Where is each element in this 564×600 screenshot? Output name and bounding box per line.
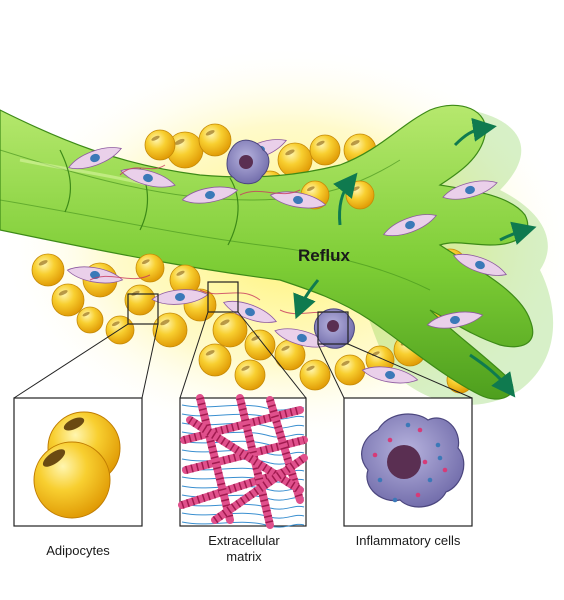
adipocyte-front-18	[345, 180, 375, 210]
adipocyte-front-8	[198, 343, 232, 377]
panel-label-inflammatory-cells: Inflammatory cells	[355, 533, 461, 548]
collagen-fiber-7	[211, 454, 308, 524]
granule-11	[405, 422, 411, 428]
adipocyte-front-12	[334, 354, 366, 386]
granule-10	[422, 459, 428, 465]
fibroblast-7	[223, 301, 278, 323]
granule-0	[417, 427, 423, 433]
granule-5	[377, 477, 383, 483]
inset-markers	[127, 281, 349, 345]
reflux-arrows	[293, 117, 537, 398]
callout-lines	[13, 311, 473, 399]
adipocyte-back-3	[309, 134, 341, 166]
adipocyte-front-11	[299, 359, 331, 391]
fibroblast-8	[274, 328, 330, 348]
fibroblast-9	[361, 366, 419, 384]
fibroblast-11	[453, 254, 508, 276]
adipocyte-front-17	[135, 253, 165, 283]
adipocyte-back-1	[198, 123, 232, 157]
reflux-label: Reflux	[298, 246, 350, 265]
adipocyte-front-4	[152, 312, 188, 348]
panel-inflammatory-cells	[343, 397, 473, 527]
panel-adipocytes	[13, 397, 143, 527]
adipocyte-front-0	[31, 253, 65, 287]
macrophage-top	[226, 139, 270, 185]
granule-8	[437, 455, 443, 461]
adipocyte-front-14	[105, 315, 135, 345]
panel-label-extracellular-matrix-text: Extracellular matrix	[208, 533, 280, 564]
collagen-band-3	[196, 397, 234, 521]
granule-7	[392, 497, 398, 503]
adipocyte-front-7	[244, 329, 276, 361]
fibroblast-13	[383, 214, 438, 236]
adipocyte-front-1	[51, 283, 85, 317]
adipocyte-front-6	[212, 312, 248, 348]
granule-9	[372, 452, 378, 458]
fibroblast-3	[269, 191, 327, 209]
panel-extracellular-matrix	[178, 394, 308, 529]
collagen-band-0	[182, 406, 302, 444]
granule-1	[435, 442, 441, 448]
adipocyte-front-10	[274, 339, 306, 371]
granule-3	[427, 477, 433, 483]
fibroblast-10	[442, 180, 498, 200]
panel-label-adipocytes: Adipocytes	[46, 543, 110, 558]
granule-4	[442, 467, 448, 473]
adipocyte-front-9	[234, 359, 266, 391]
fibroblast-0	[68, 147, 123, 169]
fibroblast-12	[426, 311, 484, 329]
adipocyte-back-15	[144, 129, 176, 161]
adipocyte-front-15	[76, 306, 104, 334]
fibroblast-1	[120, 168, 176, 188]
granule-6	[415, 492, 421, 498]
collagen-band-5	[266, 398, 304, 502]
fibroblast-2	[181, 186, 239, 204]
granule-2	[387, 437, 393, 443]
panel-label-extracellular-matrix: Extracellular matrix	[176, 533, 312, 565]
adipocyte-back-2	[277, 142, 313, 178]
adipocyte-front-3	[124, 284, 156, 316]
fibroblast-group	[66, 139, 508, 384]
